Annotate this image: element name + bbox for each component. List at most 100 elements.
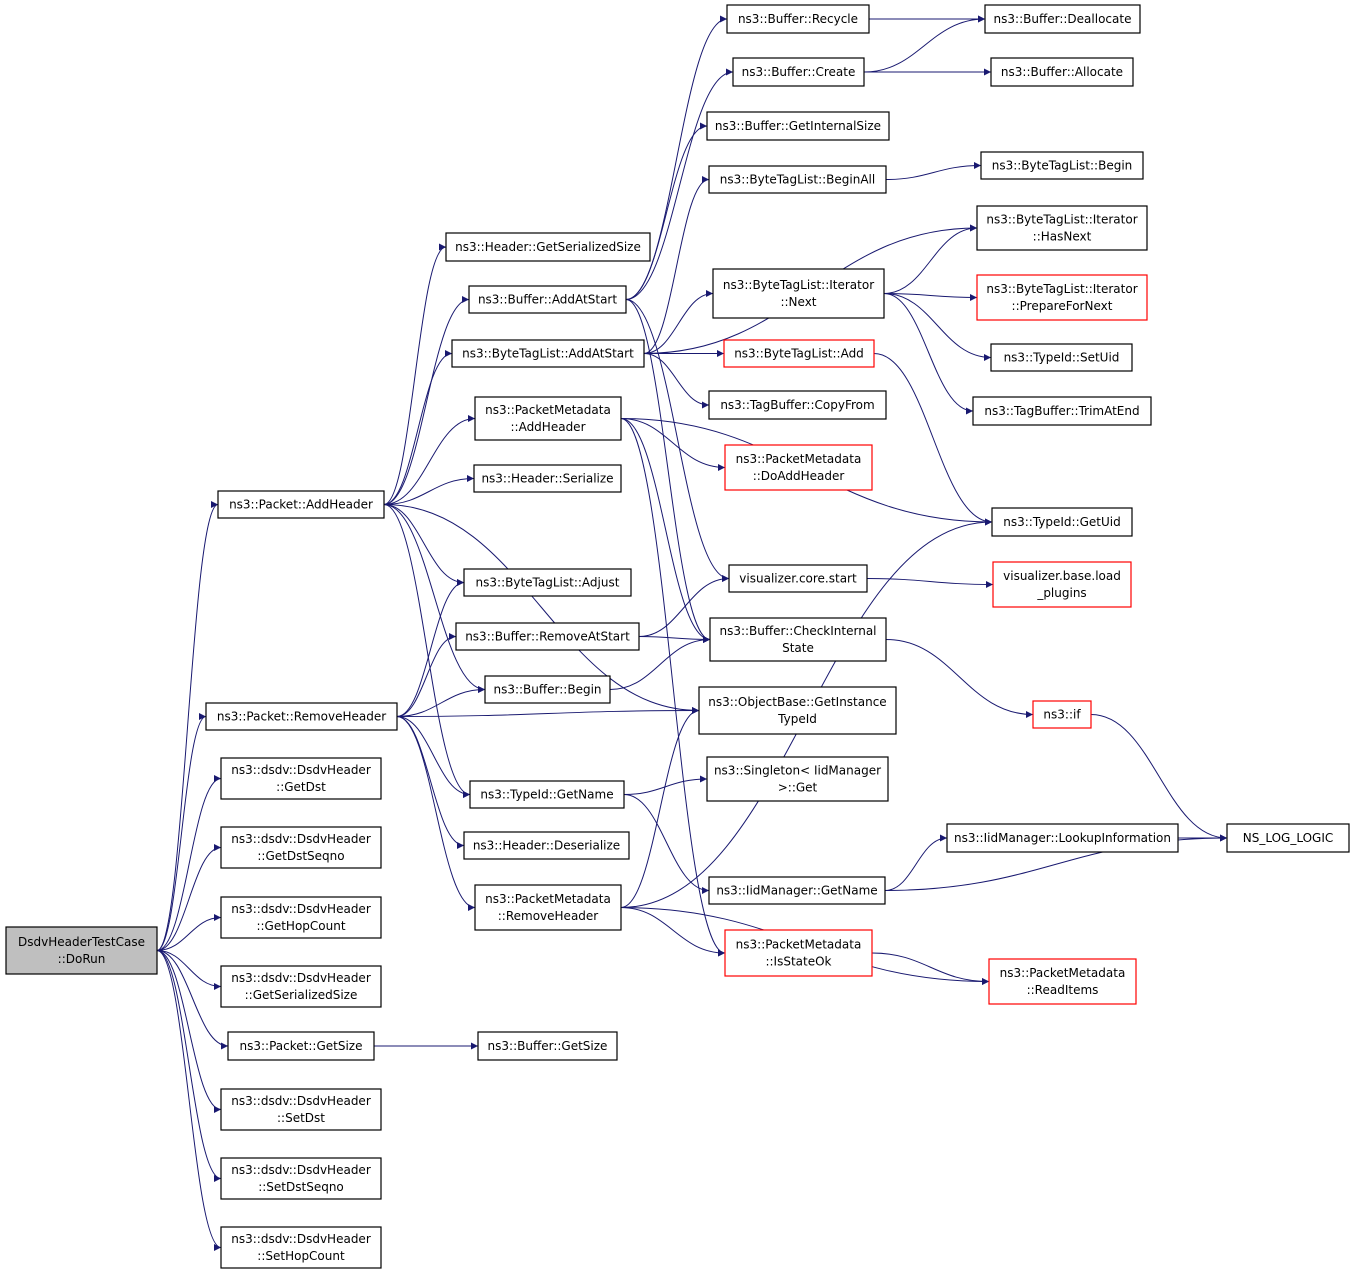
edge-pm_addheader-to-buf_checkinternalstate (620, 418, 711, 643)
node-pm-readitems[interactable]: ns3::PacketMetadata::ReadItems (988, 958, 1137, 1005)
node-dsdv-getserializedsize[interactable]: ns3::dsdv::DsdvHeader::GetSerializedSize (220, 965, 382, 1008)
node-tagbuf-copyfrom[interactable]: ns3::TagBuffer::CopyFrom (708, 390, 887, 420)
edge-buf_addatstart-to-buf_checkinternalstate (625, 299, 711, 643)
edge-buf_create-to-buf_deallocate (863, 15, 986, 73)
edge-pkt_addheader-to-ob_getinstancetypeid (383, 504, 700, 714)
node-hdr-serialize[interactable]: ns3::Header::Serialize (473, 464, 622, 493)
node-btl-begin[interactable]: ns3::ByteTagList::Begin (980, 151, 1144, 180)
edge-pkt_addheader-to-buf_addatstart (383, 296, 470, 505)
node-box (708, 390, 887, 420)
node-typeid-getname[interactable]: ns3::TypeId::GetName (469, 780, 625, 809)
node-buf-allocate[interactable]: ns3::Buffer::Allocate (990, 57, 1134, 87)
node-hdr-deserialize[interactable]: ns3::Header::Deserialize (463, 831, 630, 860)
edge-root-to-dsdv_setdstseqno (156, 950, 222, 1182)
node-iid-getname[interactable]: ns3::IidManager::GetName (708, 876, 886, 905)
node-dsdv-getdst[interactable]: ns3::dsdv::DsdvHeader::GetDst (220, 757, 382, 800)
node-root[interactable]: DsdvHeaderTestCase::DoRun (5, 926, 158, 975)
node-pkt-addheader[interactable]: ns3::Packet::AddHeader (217, 490, 385, 519)
edge-btl_it_next-to-btl_it_hasnext (883, 224, 978, 294)
node-label: ns3::Buffer::AddAtStart (478, 293, 617, 307)
node-vis-base-loadplugins[interactable]: visualizer.base.load_plugins (992, 561, 1132, 608)
node-label: ns3::TypeId::GetName (480, 788, 613, 802)
node-typeid-setuid[interactable]: ns3::TypeId::SetUid (990, 343, 1133, 372)
edge-pkt_removeheader-to-pm_removeheader (396, 716, 476, 911)
node-dsdv-gethopcount[interactable]: ns3::dsdv::DsdvHeader::GetHopCount (220, 896, 382, 939)
node-label: ns3::Packet::GetSize (240, 1039, 363, 1053)
node-label: ns3::ObjectBase::GetInstance (708, 695, 886, 709)
node-btl-adjust[interactable]: ns3::ByteTagList::Adjust (463, 568, 632, 597)
node-box (988, 958, 1137, 1005)
node-box (724, 444, 873, 491)
node-label: ns3::Header::Serialize (481, 472, 613, 486)
node-box (455, 622, 640, 651)
edge-root-to-dsdv_sethopcount (156, 950, 222, 1251)
node-ns-log-logic[interactable]: NS_LOG_LOGIC (1226, 823, 1350, 853)
node-dsdv-setdstseqno[interactable]: ns3::dsdv::DsdvHeader::SetDstSeqno (220, 1157, 382, 1200)
node-btl-it-next[interactable]: ns3::ByteTagList::Iterator::Next (712, 268, 885, 319)
node-dsdv-setdst[interactable]: ns3::dsdv::DsdvHeader::SetDst (220, 1088, 382, 1131)
node-singleton-get[interactable]: ns3::Singleton< IidManager>::Get (706, 756, 889, 802)
edge-buf_begin-to-buf_checkinternalstate (609, 636, 711, 690)
node-buf-begin[interactable]: ns3::Buffer::Begin (484, 675, 611, 704)
node-buf-deallocate[interactable]: ns3::Buffer::Deallocate (984, 4, 1141, 34)
node-buf-create[interactable]: ns3::Buffer::Create (732, 57, 865, 87)
node-box (5, 926, 158, 975)
node-hdr-getserializedsize[interactable]: ns3::Header::GetSerializedSize (445, 232, 651, 262)
node-pm-doaddheader[interactable]: ns3::PacketMetadata::DoAddHeader (724, 444, 873, 491)
node-box (220, 757, 382, 800)
node-box (220, 1157, 382, 1200)
node-buf-addatstart[interactable]: ns3::Buffer::AddAtStart (468, 285, 627, 314)
node-label: ns3::Packet::AddHeader (229, 498, 373, 512)
node-pkt-getsize[interactable]: ns3::Packet::GetSize (227, 1031, 375, 1061)
node-label: ::Next (780, 295, 816, 309)
node-buf-getinternalsize[interactable]: ns3::Buffer::GetInternalSize (706, 111, 890, 141)
node-label: ns3::Buffer::Create (742, 65, 856, 79)
edge-buf_checkinternalstate-to-ns3_if (885, 639, 1034, 718)
node-buf-getsize[interactable]: ns3::Buffer::GetSize (477, 1031, 618, 1061)
node-box (980, 151, 1144, 180)
node-vis-core-start[interactable]: visualizer.core.start (728, 564, 868, 593)
node-label: ns3::Buffer::GetSize (488, 1039, 608, 1053)
node-iid-lookupinformation[interactable]: ns3::IidManager::LookupInformation (946, 823, 1179, 853)
node-ns3-if[interactable]: ns3::if (1032, 700, 1092, 729)
node-label: ns3::TypeId::GetUid (1003, 515, 1121, 529)
node-label: ns3::Buffer::GetInternalSize (715, 119, 881, 133)
node-box (220, 1226, 382, 1269)
edge-buf_removeatstart-to-vis_core_start (638, 575, 730, 637)
node-label: ns3::ByteTagList::Add (734, 347, 864, 361)
node-pm-isstateok[interactable]: ns3::PacketMetadata::IsStateOk (724, 929, 873, 977)
node-box (227, 1031, 375, 1061)
node-label: ::SetDstSeqno (258, 1180, 344, 1194)
node-btl-add[interactable]: ns3::ByteTagList::Add (723, 339, 875, 368)
node-typeid-getuid[interactable]: ns3::TypeId::GetUid (991, 507, 1133, 537)
node-box (205, 702, 398, 731)
node-box (474, 396, 622, 441)
node-box (468, 285, 627, 314)
node-pkt-removeheader[interactable]: ns3::Packet::RemoveHeader (205, 702, 398, 731)
node-box (976, 205, 1148, 251)
edge-ns3_if-to-ns_log_logic (1090, 714, 1228, 842)
node-buf-removeatstart[interactable]: ns3::Buffer::RemoveAtStart (455, 622, 640, 651)
node-label: >::Get (778, 781, 818, 795)
node-btl-beginall[interactable]: ns3::ByteTagList::BeginAll (708, 165, 887, 194)
node-label: ns3::ByteTagList::Iterator (986, 213, 1137, 227)
node-pm-addheader[interactable]: ns3::PacketMetadata::AddHeader (474, 396, 622, 441)
node-buf-recycle[interactable]: ns3::Buffer::Recycle (726, 4, 870, 34)
node-tagbuf-trimatend[interactable]: ns3::TagBuffer::TrimAtEnd (972, 396, 1152, 426)
node-label: ::ReadItems (1027, 983, 1099, 997)
edge-pkt_addheader-to-pm_addheader (383, 415, 476, 505)
edge-pm_addheader-to-pm_doaddheader (620, 418, 726, 471)
node-btl-it-preparefornext[interactable]: ns3::ByteTagList::Iterator::PrepareForNe… (976, 274, 1148, 321)
nodes-layer: DsdvHeaderTestCase::DoRun ns3::Packet::Ad… (5, 4, 1350, 1269)
node-btl-it-hasnext[interactable]: ns3::ByteTagList::Iterator::HasNext (976, 205, 1148, 251)
node-label: ns3::Packet::RemoveHeader (217, 710, 386, 724)
edge-pkt_removeheader-to-buf_removeatstart (396, 633, 457, 717)
node-btl-addatstart[interactable]: ns3::ByteTagList::AddAtStart (451, 339, 645, 368)
node-dsdv-getdstseqno[interactable]: ns3::dsdv::DsdvHeader::GetDstSeqno (220, 826, 382, 869)
node-box (946, 823, 1179, 853)
node-pm-removeheader[interactable]: ns3::PacketMetadata::RemoveHeader (474, 884, 622, 931)
node-box (726, 4, 870, 34)
node-dsdv-sethopcount[interactable]: ns3::dsdv::DsdvHeader::SetHopCount (220, 1226, 382, 1269)
